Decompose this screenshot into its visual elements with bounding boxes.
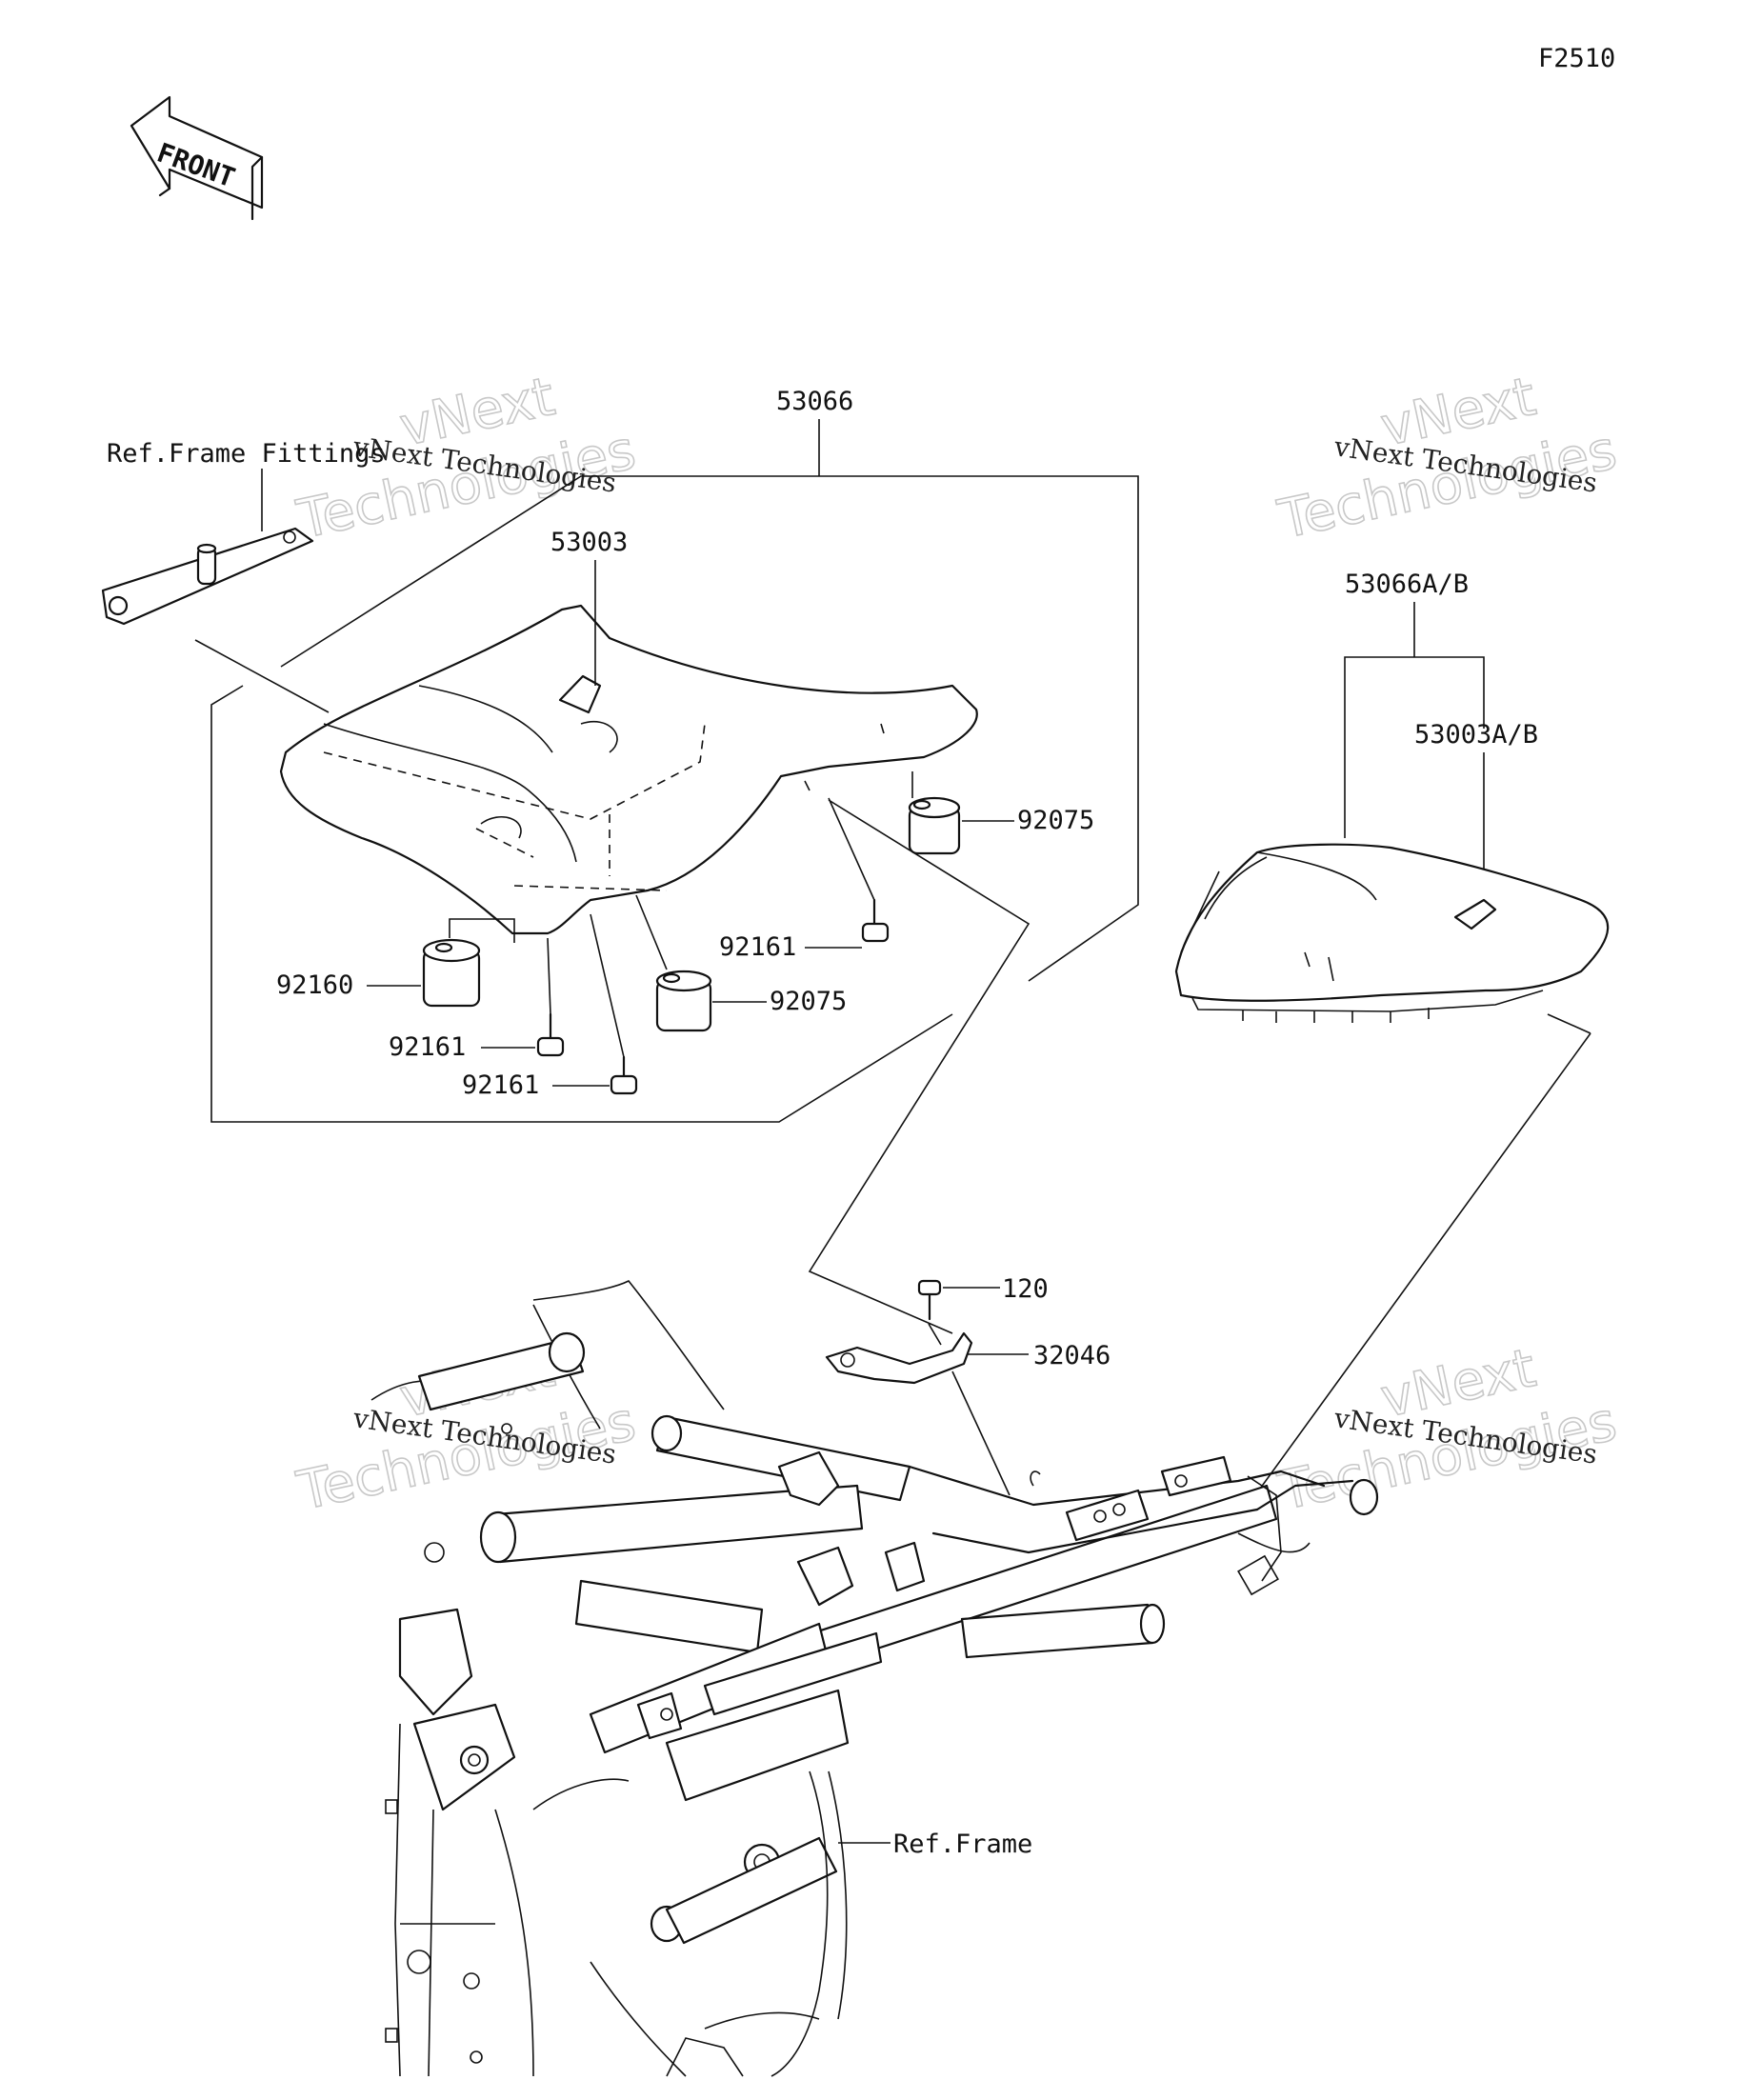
damper-92160 <box>422 938 481 1008</box>
rear-seat-bracket-line <box>1344 656 1485 838</box>
leader-fitting-to-seat <box>194 639 330 713</box>
damper-92075-upper <box>908 796 961 855</box>
leader-seat-to-bracket <box>808 799 1031 1334</box>
leader-92161-c-to-seat <box>590 913 625 1058</box>
watermark-bottom-right: vNext Technologies vNext Technologies <box>1272 1336 1623 1523</box>
seat-group-frame-top <box>280 475 1139 982</box>
callout-ref-frame-fittings: Ref.Frame Fittings <box>107 439 386 469</box>
leader-92075-lower-to-seat <box>635 894 668 970</box>
front-seat <box>279 604 978 935</box>
leader-rear-seat-corner <box>1547 1013 1591 1034</box>
callout-92161-b: 92161 <box>389 1032 466 1062</box>
callout-32046: 32046 <box>1033 1341 1111 1370</box>
bolt-92161-c <box>610 1055 638 1095</box>
damper-92075-lower <box>655 970 712 1032</box>
rear-seat <box>1174 843 1610 1023</box>
bolt-92161-a <box>861 898 890 943</box>
frame-fitting-bracket <box>101 527 314 626</box>
bracket-32046 <box>825 1323 973 1385</box>
watermark-top-right: vNext Technologies vNext Technologies <box>1272 365 1623 551</box>
motorcycle-frame <box>370 1279 1379 2077</box>
callout-120: 120 <box>1002 1274 1049 1304</box>
callout-92161-a: 92161 <box>719 932 796 962</box>
front-arrow-icon: FRONT <box>130 95 264 221</box>
callout-53066: 53066 <box>776 387 853 416</box>
diagram-code: F2510 <box>1538 44 1615 73</box>
leader-92161-a-to-seat <box>828 797 875 901</box>
callout-92161-c: 92161 <box>462 1070 539 1100</box>
callout-92075-upper: 92075 <box>1017 806 1094 835</box>
leader-92161-b-to-seat <box>547 937 551 1015</box>
callout-92160: 92160 <box>276 970 353 1000</box>
bolt-120 <box>917 1279 942 1321</box>
callout-53003: 53003 <box>550 528 628 557</box>
leader-92160-to-seat <box>449 918 515 943</box>
leader-32046-to-frame <box>951 1370 1011 1496</box>
callout-53003ab: 53003A/B <box>1414 720 1538 750</box>
callout-ref-frame: Ref.Frame <box>893 1830 1032 1859</box>
leader-rear-seat-to-frame <box>1254 1032 1591 1496</box>
seat-group-frame-bottom <box>210 685 953 1123</box>
bolt-92161-b <box>536 1012 565 1057</box>
callout-92075-lower: 92075 <box>770 987 847 1016</box>
callout-53066ab: 53066A/B <box>1345 570 1469 599</box>
